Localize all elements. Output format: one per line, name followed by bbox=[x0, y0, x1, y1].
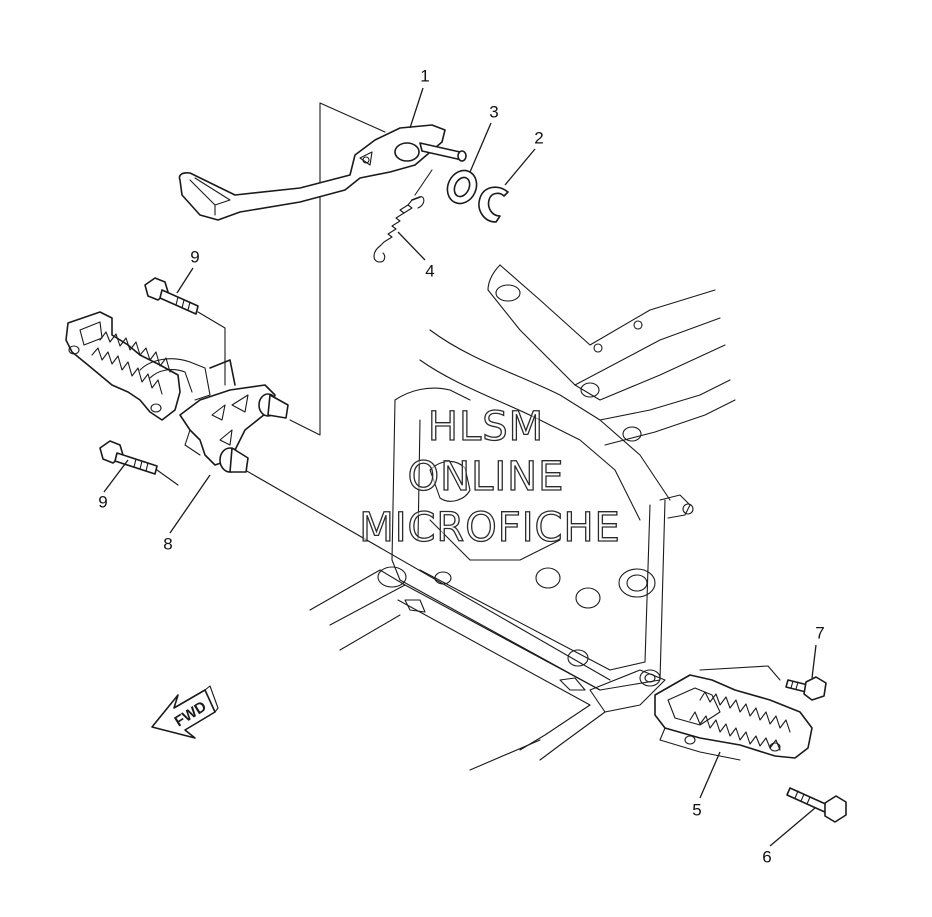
washer bbox=[446, 169, 478, 205]
callout-1: 1 bbox=[420, 66, 429, 85]
bolt-reference-line bbox=[197, 311, 226, 386]
watermark: HLSM ONLINE MICROFICHE bbox=[359, 403, 621, 551]
watermark-line-2: ONLINE bbox=[408, 454, 565, 500]
bolt-reference-line-lower bbox=[156, 469, 179, 486]
watermark-line-1: HLSM bbox=[428, 404, 544, 450]
frame-structure bbox=[309, 264, 736, 771]
callouts: 1 2 3 4 5 6 7 8 9 9 bbox=[98, 66, 824, 866]
bolt-lower-left bbox=[99, 440, 158, 475]
footrest-reference-line bbox=[699, 665, 781, 681]
callout-2: 2 bbox=[534, 128, 543, 147]
watermark-line-3: MICROFICHE bbox=[359, 505, 621, 551]
callout-leaders bbox=[103, 87, 817, 847]
callout-7: 7 bbox=[815, 623, 824, 642]
bolt-right-long bbox=[786, 787, 847, 823]
callout-4: 4 bbox=[425, 261, 434, 280]
right-footrest bbox=[654, 674, 813, 761]
footrest-bracket bbox=[179, 384, 289, 473]
callout-5: 5 bbox=[692, 800, 701, 819]
return-spring bbox=[373, 169, 433, 263]
bolt-right-small bbox=[785, 676, 827, 701]
axis-line bbox=[244, 469, 611, 681]
bolt-upper-left bbox=[144, 277, 199, 315]
reference-bracket bbox=[289, 102, 386, 436]
brake-pedal bbox=[178, 124, 467, 221]
callout-6: 6 bbox=[762, 847, 771, 866]
callout-3: 3 bbox=[489, 102, 498, 121]
left-footrest bbox=[65, 311, 236, 421]
callout-9-upper: 9 bbox=[190, 247, 199, 266]
callout-9-lower: 9 bbox=[98, 492, 107, 511]
circlip bbox=[478, 186, 509, 223]
callout-8: 8 bbox=[163, 534, 172, 553]
forward-arrow-icon: FWD bbox=[151, 685, 219, 739]
